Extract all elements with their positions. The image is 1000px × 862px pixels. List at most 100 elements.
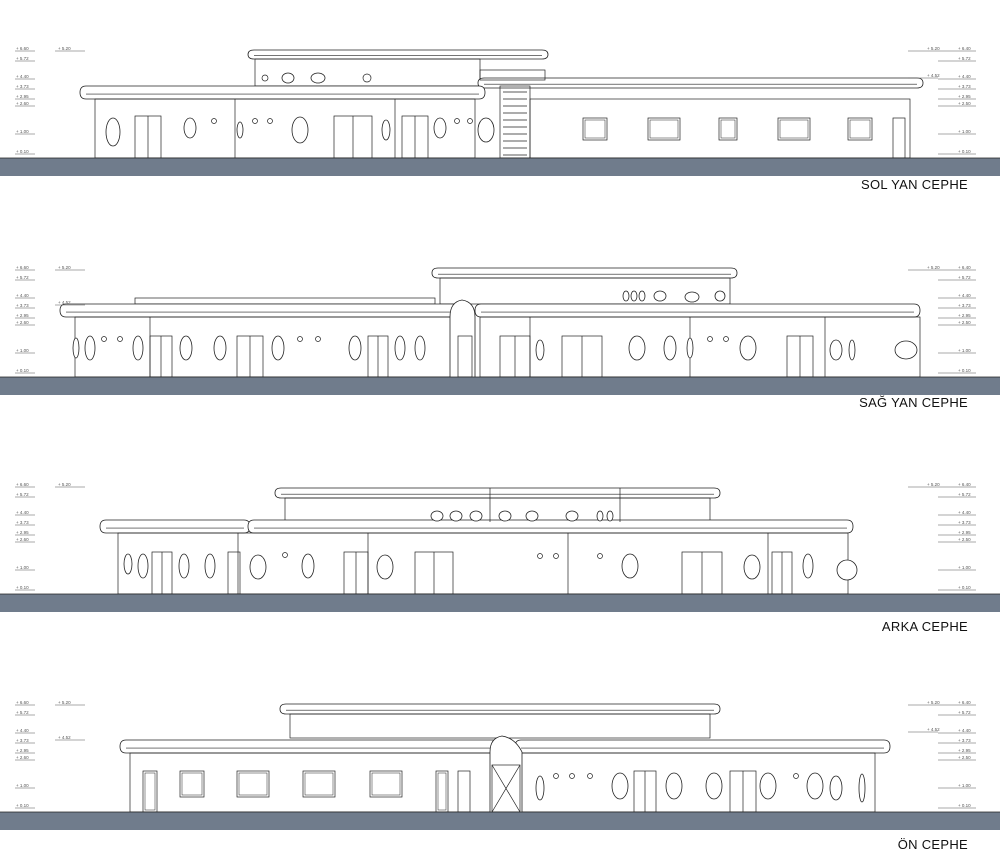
oval-window — [638, 290, 646, 302]
window — [236, 770, 270, 798]
oval-window — [291, 116, 309, 144]
door-diagonal — [491, 764, 521, 813]
level-label: + 2.50 — [958, 101, 971, 106]
porthole-window — [793, 773, 799, 779]
porthole-window — [587, 773, 593, 779]
oval-window — [179, 335, 193, 361]
window — [179, 770, 205, 798]
level-label: + 1.00 — [16, 565, 29, 570]
oval-window — [684, 291, 700, 303]
oval-window — [829, 339, 843, 361]
level-label: + 5.20 — [927, 700, 940, 705]
wall-outline — [94, 98, 476, 159]
roof-slab — [59, 303, 466, 318]
oval-window — [686, 337, 694, 359]
oval-window — [743, 554, 761, 580]
window-inner — [849, 119, 871, 139]
oval-window — [565, 510, 579, 522]
stair-core — [499, 85, 531, 159]
porthole-window — [211, 118, 217, 124]
oval-window — [858, 773, 866, 803]
level-label: + 4.40 — [958, 293, 971, 298]
window-inner — [584, 119, 606, 139]
window — [847, 117, 873, 141]
level-label: + 4.52 — [927, 73, 940, 78]
oval-window — [105, 117, 121, 147]
oval-window — [498, 510, 512, 522]
level-label: + 2.95 — [16, 530, 29, 535]
ground-band — [0, 377, 1000, 395]
window — [777, 117, 811, 141]
level-label: + 5.20 — [58, 265, 71, 270]
oval-window — [525, 510, 539, 522]
oval-window — [137, 553, 149, 579]
level-label: + 5.72 — [16, 56, 29, 61]
level-label: + 0.10 — [958, 368, 971, 373]
oval-window — [535, 775, 545, 801]
ground-band — [0, 594, 1000, 612]
level-label: + 2.95 — [16, 94, 29, 99]
window-inner — [181, 772, 203, 796]
oval-window — [663, 335, 677, 361]
elevation-on: + 6.60+ 5.72+ 4.40+ 3.73+ 2.95+ 2.60+ 1.… — [0, 700, 1000, 852]
oval-window — [249, 554, 267, 580]
level-label: + 0.10 — [16, 585, 29, 590]
level-label: + 5.20 — [927, 482, 940, 487]
level-label: + 2.60 — [16, 755, 29, 760]
wall-outline — [479, 69, 546, 81]
roof-slab — [79, 85, 486, 100]
oval-window — [806, 772, 824, 800]
level-label: + 3.73 — [958, 84, 971, 89]
window — [302, 770, 336, 798]
level-label: + 4.40 — [16, 74, 29, 79]
oval-window — [836, 559, 858, 581]
porthole-window — [101, 336, 107, 342]
oval-window — [621, 553, 639, 579]
porthole-window — [315, 336, 321, 342]
level-label: + 6.40 — [958, 700, 971, 705]
level-label: + 0.10 — [16, 803, 29, 808]
porthole-window — [252, 118, 258, 124]
elevation-sag-yan: + 6.60+ 5.72+ 4.40+ 3.73+ 2.95+ 2.60+ 1.… — [0, 265, 1000, 410]
oval-window — [183, 117, 197, 139]
level-label: + 4.40 — [16, 293, 29, 298]
roof-slab — [514, 739, 891, 754]
window — [369, 770, 403, 798]
oval-window — [596, 510, 604, 522]
oval-window — [622, 290, 630, 302]
ground-band — [0, 158, 1000, 176]
porthole-window — [537, 553, 543, 559]
window-inner — [304, 772, 334, 796]
level-label: + 2.95 — [958, 748, 971, 753]
level-label: + 1.00 — [958, 129, 971, 134]
level-label: + 2.50 — [958, 755, 971, 760]
porthole-window — [553, 773, 559, 779]
level-label: + 3.73 — [16, 738, 29, 743]
level-label: + 4.40 — [958, 728, 971, 733]
window — [718, 117, 738, 141]
porthole-window — [117, 336, 123, 342]
porthole-window — [362, 73, 372, 83]
level-label: + 5.72 — [958, 492, 971, 497]
oval-window — [802, 553, 814, 579]
roof-slab — [279, 703, 721, 715]
level-label: + 5.20 — [58, 482, 71, 487]
roof-slab — [431, 267, 738, 279]
level-label: + 5.72 — [958, 275, 971, 280]
level-label: + 6.40 — [958, 482, 971, 487]
oval-window — [611, 772, 629, 800]
oval-window — [394, 335, 406, 361]
level-label: + 5.20 — [927, 46, 940, 51]
oval-window — [271, 335, 285, 361]
level-label: + 6.60 — [16, 46, 29, 51]
oval-window — [535, 339, 545, 361]
oval-window — [665, 772, 683, 800]
oval-window — [714, 290, 726, 302]
central-pier — [489, 735, 523, 812]
elevation-title: ÖN CEPHE — [898, 837, 968, 852]
level-label: + 5.72 — [16, 492, 29, 497]
oval-window — [630, 290, 638, 302]
elevation-title: ARKA CEPHE — [882, 619, 968, 634]
oval-window — [414, 335, 426, 361]
